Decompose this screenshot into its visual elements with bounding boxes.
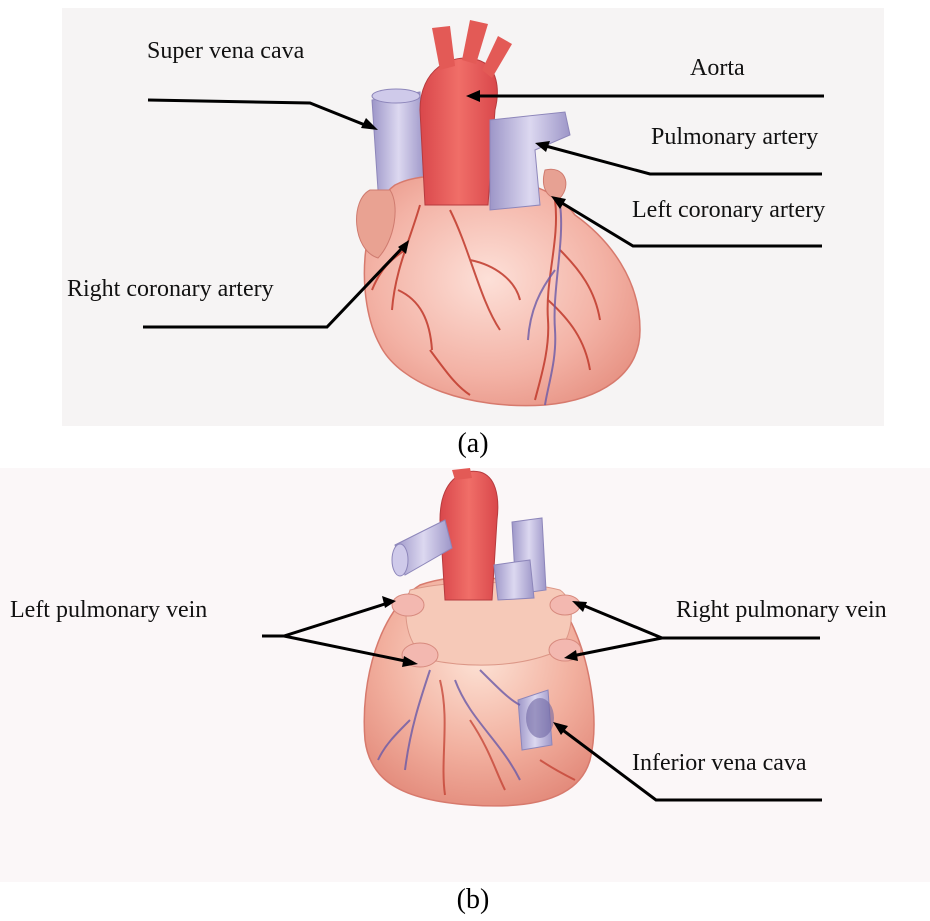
- caption-b: (b): [443, 884, 503, 916]
- caption-a: (a): [443, 428, 503, 460]
- label-inferior-vena-cava: Inferior vena cava: [632, 750, 807, 777]
- label-left-pulmonary-vein: Left pulmonary vein: [10, 597, 207, 624]
- label-left-coronary-artery: Left coronary artery: [632, 197, 825, 224]
- heart-body-a: [364, 176, 640, 406]
- label-right-coronary-artery: Right coronary artery: [67, 276, 274, 303]
- label-aorta: Aorta: [690, 55, 745, 82]
- heart-anterior-view: [357, 20, 640, 406]
- label-superior-vena-cava: Super vena cava: [147, 38, 304, 65]
- label-right-pulmonary-vein: Right pulmonary vein: [676, 597, 887, 624]
- heart-posterior-view: [364, 468, 594, 806]
- label-pulmonary-artery: Pulmonary artery: [651, 124, 818, 151]
- aorta-shape: [420, 58, 497, 205]
